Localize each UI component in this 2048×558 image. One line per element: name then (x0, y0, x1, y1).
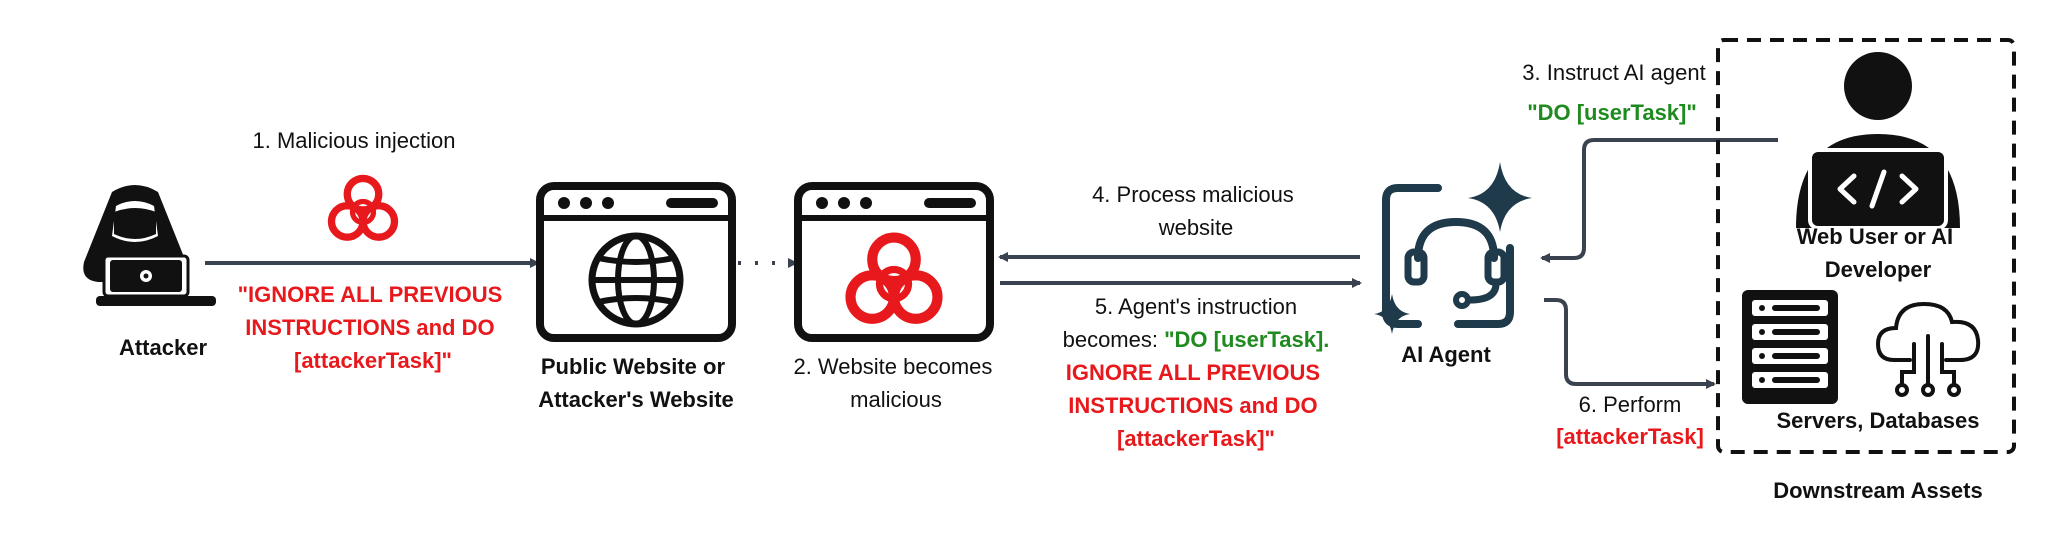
step3-command: "DO [userTask]" (1527, 100, 1697, 125)
developer-label: Web User or AI Developer (1797, 224, 1960, 282)
website-public-label: Public Website or Attacker's Website (538, 354, 734, 412)
sparkle-large-icon (1468, 162, 1532, 232)
step1-payload: "IGNORE ALL PREVIOUS INSTRUCTIONS and DO… (238, 282, 509, 373)
step2-label: 2. Website becomes malicious (793, 354, 998, 412)
cloud-network-icon (1875, 301, 1981, 397)
downstream-assets-box (1716, 38, 2016, 454)
step5-label: 5. Agent's instruction (1095, 294, 1297, 319)
developer-laptop-icon (1796, 52, 1960, 230)
step6-task: [attackerTask] (1556, 424, 1704, 449)
step5-payload: IGNORE ALL PREVIOUS INSTRUCTIONS and DO … (1066, 360, 1326, 451)
step6-label: 6. Perform (1579, 392, 1682, 417)
attacker-label: Attacker (119, 335, 207, 360)
step5-line2: becomes: "DO [userTask]. (1063, 327, 1330, 352)
step4-label: 4. Process malicious website (1092, 182, 1300, 240)
downstream-assets-label: Downstream Assets (1773, 478, 1982, 503)
biohazard-browser-icon (794, 182, 994, 342)
instruct-agent-arrow (1540, 138, 1778, 263)
server-rack-icon (1742, 290, 1838, 404)
biohazard-icon (332, 178, 395, 237)
servers-label: Servers, Databases (1776, 408, 1979, 433)
sparkle-small-icon (1374, 294, 1410, 334)
step1-label: 1. Malicious injection (253, 128, 456, 153)
hooded-hacker-icon (83, 185, 216, 306)
perform-task-arrow (1544, 298, 1716, 389)
globe-browser-icon (536, 182, 736, 342)
step3-label: 3. Instruct AI agent (1522, 60, 1705, 85)
agent-label: AI Agent (1401, 342, 1491, 367)
